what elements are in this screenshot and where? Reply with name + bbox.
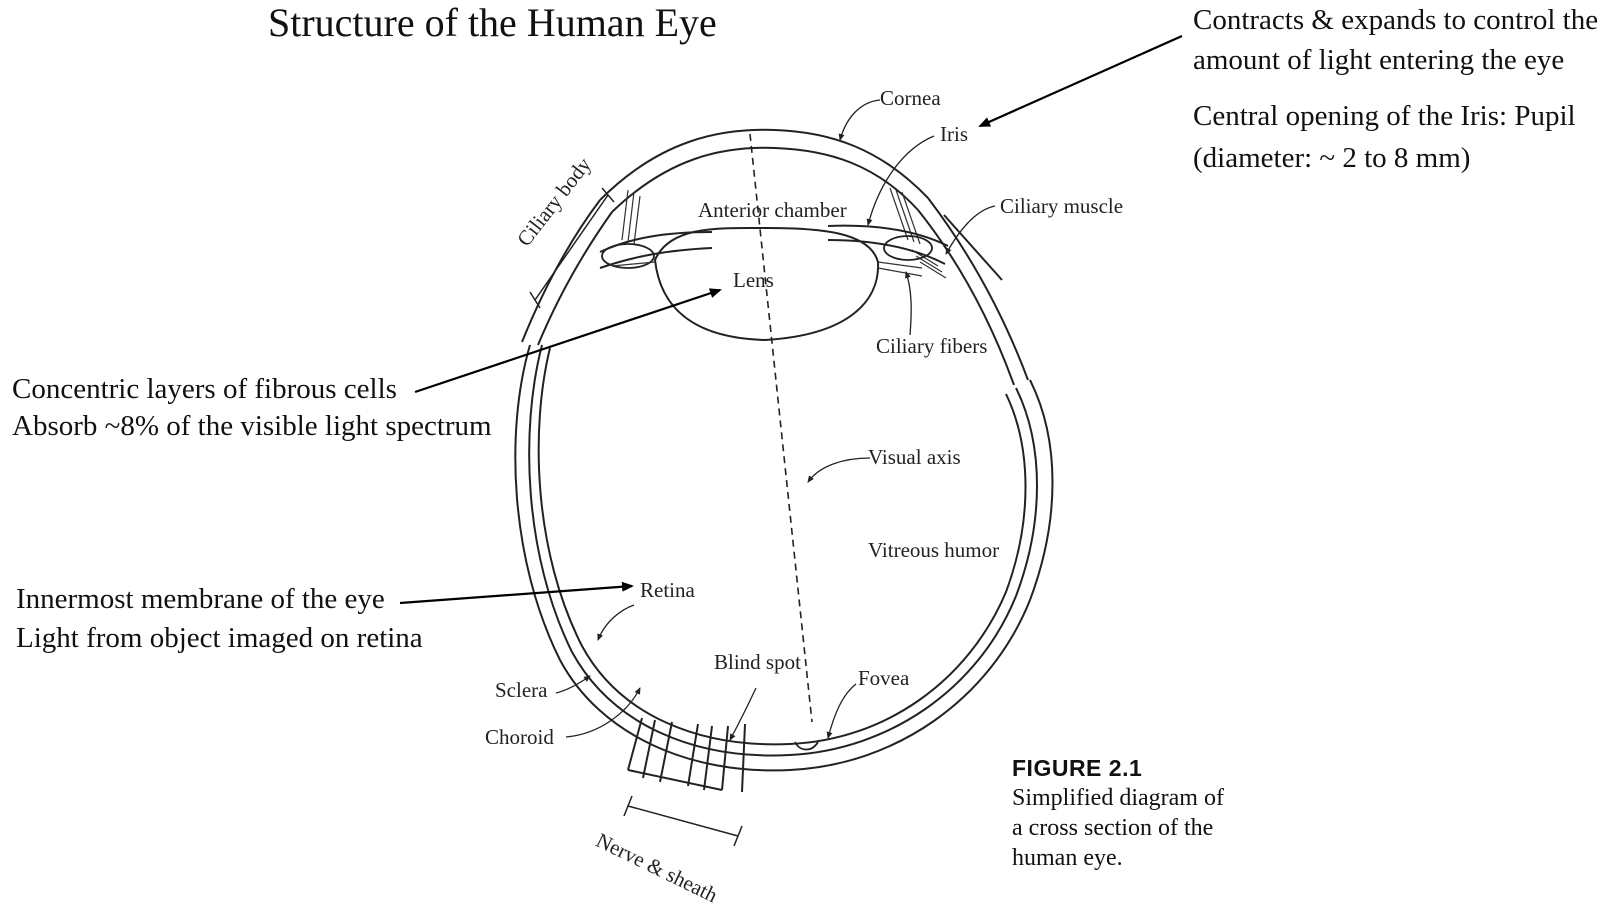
pupil-note-line2: (diameter: ~ 2 to 8 mm) [1193,142,1470,175]
visual-axis-line [750,134,812,722]
label-choroid: Choroid [485,725,554,749]
optic-nerve-shape [628,718,745,792]
pupil-note-line1: Central opening of the Iris: Pupil [1193,100,1576,133]
retina-note-line2: Light from object imaged on retina [16,622,423,655]
iris-note-line2: amount of light entering the eye [1193,44,1564,77]
label-ciliary-muscle: Ciliary muscle [1000,194,1123,218]
label-anterior-chamber: Anterior chamber [698,198,847,222]
label-retina: Retina [640,578,695,602]
lens-note-line1: Concentric layers of fibrous cells [12,373,397,406]
label-leaders [556,100,995,740]
label-visual-axis: Visual axis [868,445,961,469]
figure-number: FIGURE 2.1 [1012,755,1142,781]
label-blind-spot: Blind spot [714,650,801,674]
label-cornea: Cornea [880,86,941,110]
label-lens: Lens [733,268,774,292]
label-vitreous-humor: Vitreous humor [868,538,999,562]
label-ciliary-fibers: Ciliary fibers [876,334,987,358]
lens-note-line2: Absorb ~8% of the visible light spectrum [12,410,492,443]
iris-note-line1: Contracts & expands to control the [1193,4,1598,37]
retina-note-line1: Innermost membrane of the eye [16,583,385,616]
label-fovea: Fovea [858,666,909,690]
label-sclera: Sclera [495,678,547,702]
nerve-bracket [624,796,742,846]
figure-caption: Simplified diagram of a cross section of… [1012,783,1232,873]
page-title: Structure of the Human Eye [268,0,717,46]
label-iris: Iris [940,122,968,146]
